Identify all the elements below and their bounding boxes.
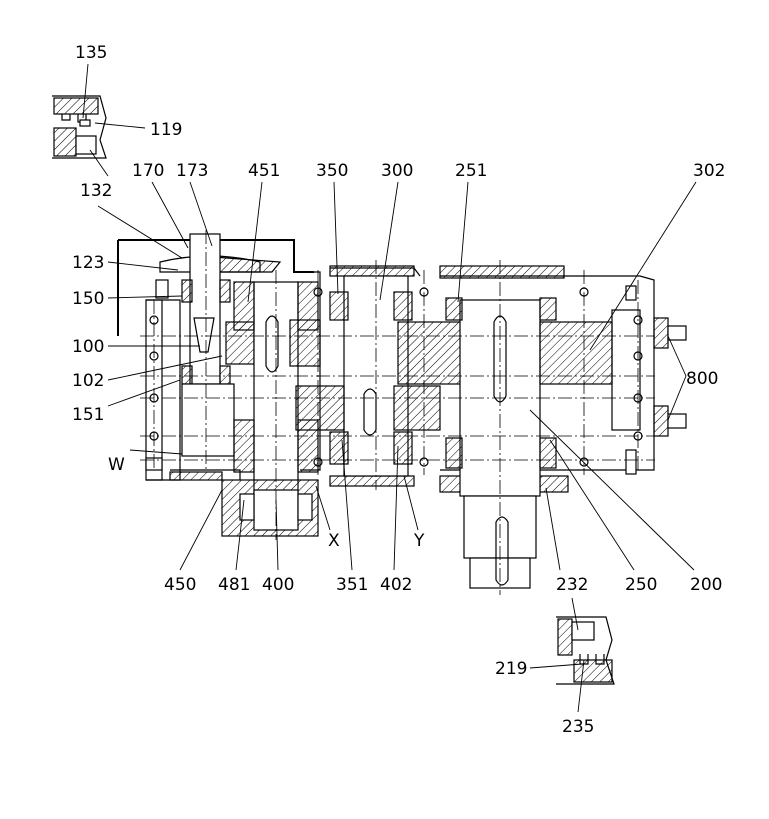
label-250: 250: [625, 575, 657, 595]
label-X: X: [328, 531, 340, 551]
label-800: 800: [686, 369, 718, 389]
label-200: 200: [690, 575, 722, 595]
label-450: 450: [164, 575, 196, 595]
output-shaft-200: [445, 297, 613, 589]
bolts-800: [625, 285, 687, 475]
label-Y: Y: [413, 531, 425, 551]
label-132: 132: [80, 181, 112, 201]
label-219: 219: [495, 659, 527, 679]
label-100: 100: [72, 337, 104, 357]
label-123: 123: [72, 253, 104, 273]
label-402: 402: [380, 575, 412, 595]
detail-top-left: [52, 63, 146, 177]
label-150: 150: [72, 289, 104, 309]
label-251: 251: [455, 161, 487, 181]
input-shaft-100: [145, 233, 282, 471]
center-lines: [140, 230, 655, 595]
label-135: 135: [75, 43, 107, 63]
leader-lines: [97, 181, 697, 571]
label-119: 119: [150, 120, 182, 140]
label-W: W: [108, 455, 125, 475]
label-232: 232: [556, 575, 588, 595]
label-350: 350: [316, 161, 348, 181]
label-302: 302: [693, 161, 725, 181]
label-481: 481: [218, 575, 250, 595]
label-102: 102: [72, 371, 104, 391]
label-235: 235: [562, 717, 594, 737]
fixing-holes: [149, 287, 643, 467]
label-400: 400: [262, 575, 294, 595]
label-300: 300: [381, 161, 413, 181]
label-173: 173: [176, 161, 208, 181]
label-170: 170: [132, 161, 164, 181]
label-151: 151: [72, 405, 104, 425]
reference-labels: 135 119 132 170 173 451 350 300 251 302 …: [72, 43, 725, 737]
label-451: 451: [248, 161, 280, 181]
detail-bottom-right: [529, 597, 615, 713]
label-351: 351: [336, 575, 368, 595]
